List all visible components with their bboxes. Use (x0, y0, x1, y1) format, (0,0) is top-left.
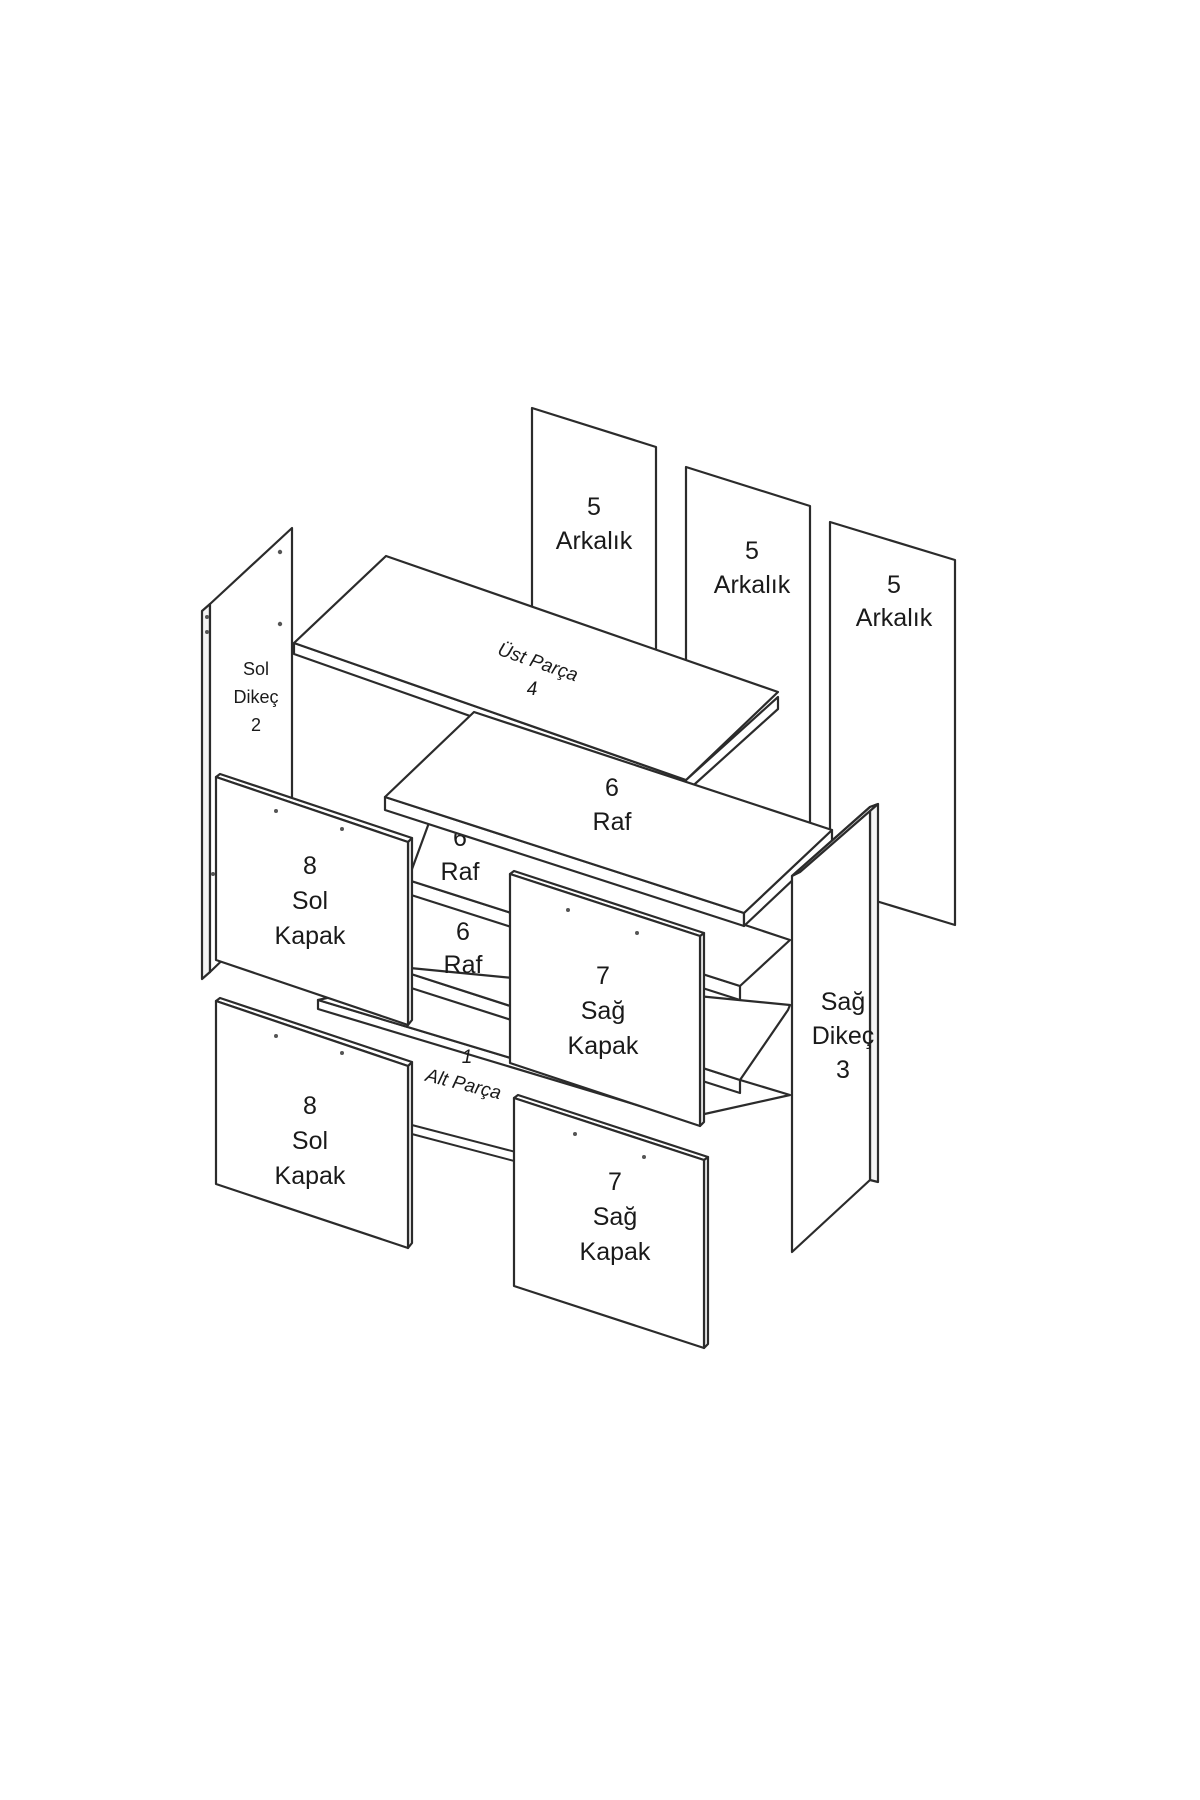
back-panel-middle-number: 5 (745, 537, 759, 565)
bottom-number: 1 (462, 1047, 473, 1068)
door-right-lower-line2: Kapak (580, 1238, 651, 1266)
shelf-lower-name: Raf (444, 951, 483, 979)
shelf-lower-number: 6 (456, 918, 470, 946)
shelf-main-number: 6 (605, 774, 619, 802)
left-side-line1: Sol (243, 659, 269, 679)
door-right-upper-number: 7 (596, 962, 610, 990)
right-side-panel: Sağ Dikeç 3 (790, 802, 880, 1254)
shelf-main-name: Raf (593, 808, 632, 836)
back-panel-left-number: 5 (587, 493, 601, 521)
door-right-lower-line1: Sağ (593, 1203, 637, 1231)
door-left-upper-line2: Kapak (275, 922, 346, 950)
right-side-line1: Sağ (821, 988, 865, 1016)
back-panel-middle: 5 Arkalık (684, 465, 812, 842)
bottom-name: Alt Parça (422, 1065, 503, 1104)
left-side-line2: Dikeç (233, 687, 278, 707)
shelf-main: 6 Raf (383, 710, 834, 928)
door-left-upper-line1: Sol (292, 887, 328, 915)
door-right-upper-line1: Sağ (581, 997, 625, 1025)
top-number: 4 (527, 679, 538, 700)
back-panel-left-name: Arkalık (556, 527, 633, 555)
door-left-lower-number: 8 (303, 1092, 317, 1120)
back-panel-middle-name: Arkalık (714, 571, 791, 599)
back-panel-right-number: 5 (887, 571, 901, 599)
right-side-number: 3 (836, 1056, 850, 1084)
back-panel-right-name: Arkalık (856, 604, 933, 632)
door-right-upper: 7 Sağ Kapak (508, 869, 706, 1128)
door-left-upper-number: 8 (303, 852, 317, 880)
door-right-lower-number: 7 (608, 1168, 622, 1196)
door-right-lower: 7 Sağ Kapak (512, 1093, 710, 1350)
door-left-lower-line1: Sol (292, 1127, 328, 1155)
door-left-lower: 8 Sol Kapak (214, 996, 414, 1250)
door-right-upper-line2: Kapak (568, 1032, 639, 1060)
door-left-upper: 8 Sol Kapak (214, 772, 414, 1027)
left-side-number: 2 (251, 715, 261, 735)
right-side-line2: Dikeç (812, 1022, 875, 1050)
door-left-lower-line2: Kapak (275, 1162, 346, 1190)
shelf-upper-name: Raf (441, 858, 480, 886)
